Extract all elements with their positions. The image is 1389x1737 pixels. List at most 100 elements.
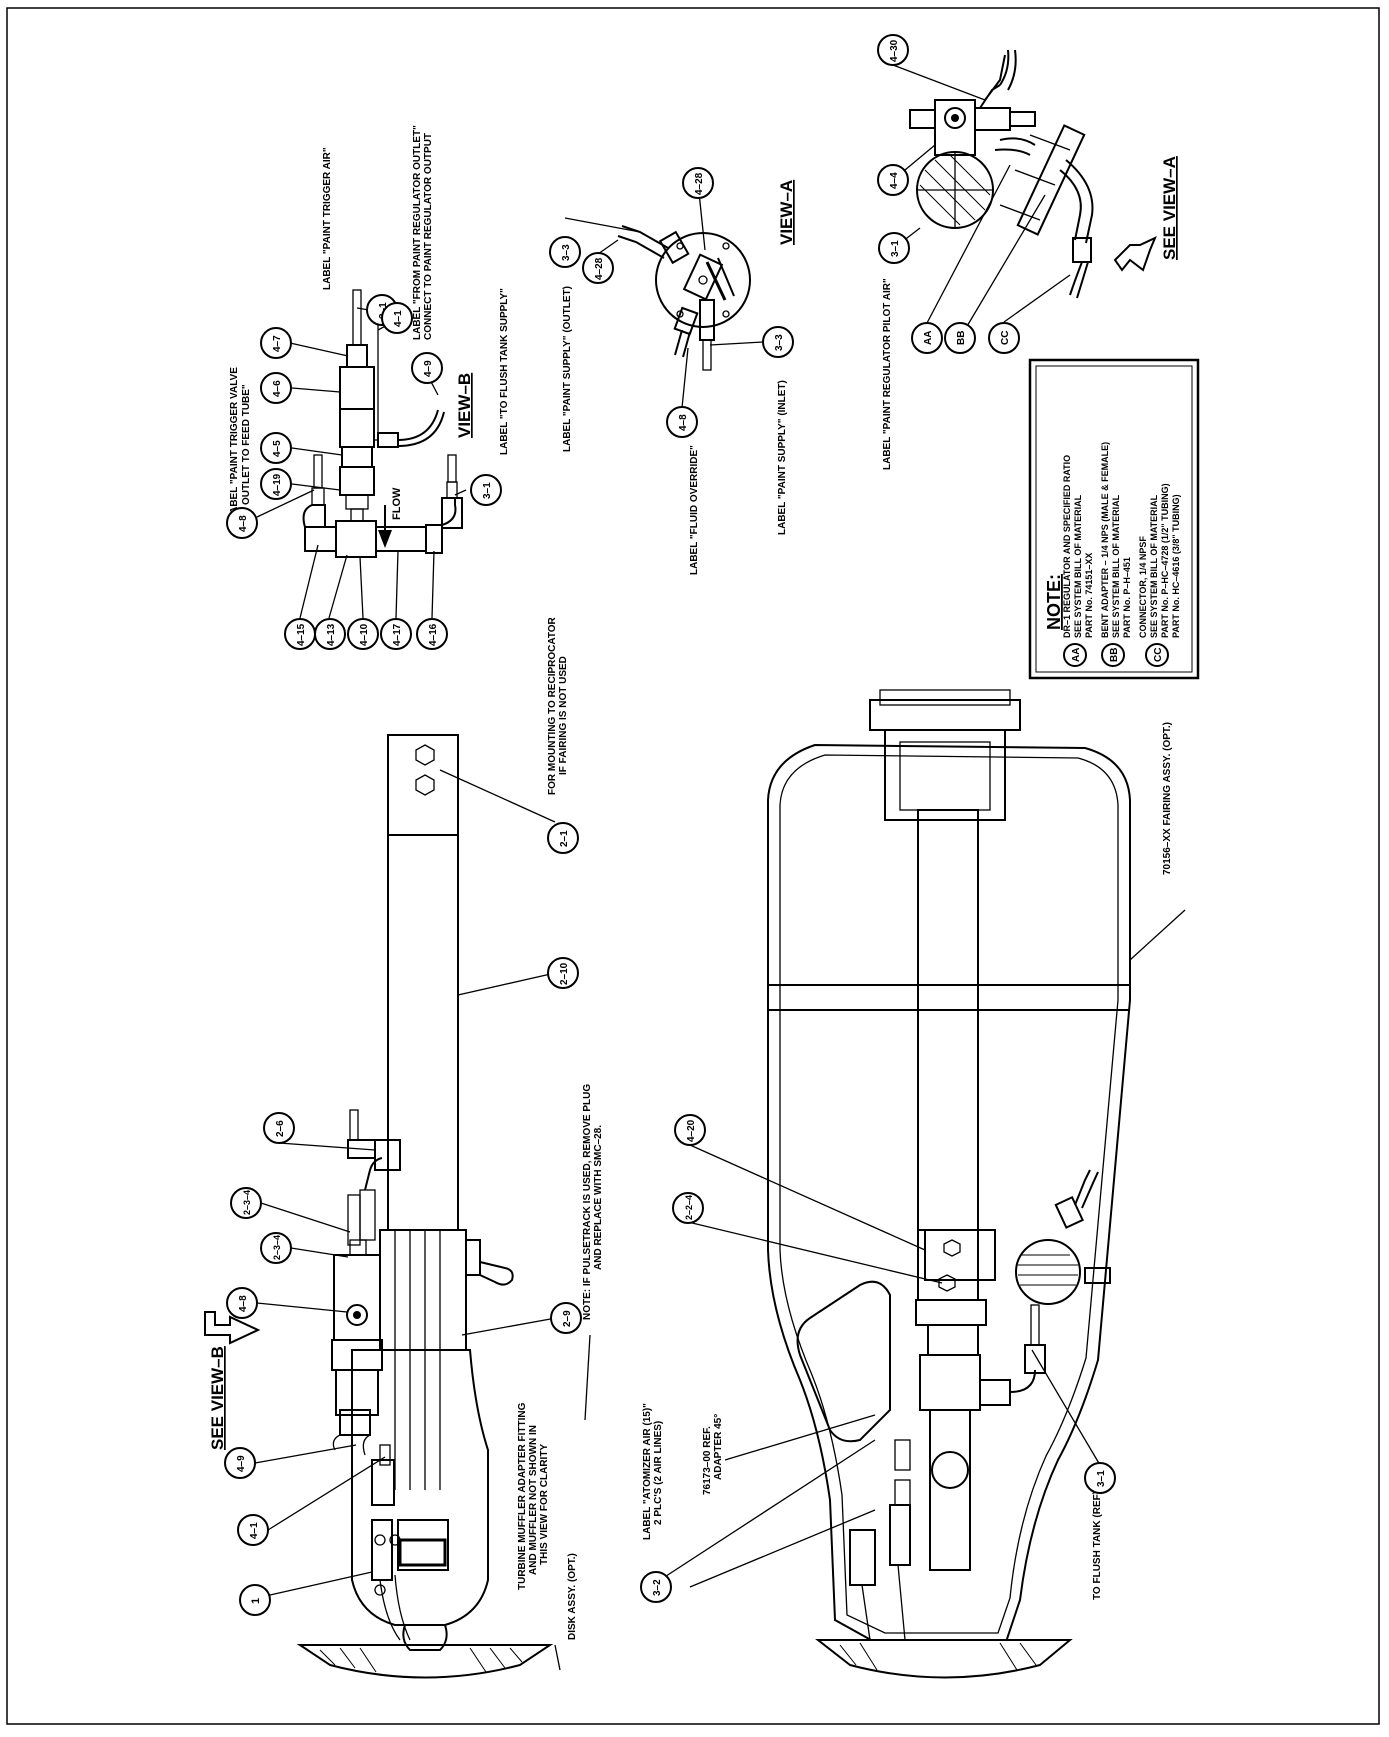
svg-text:2–2–4: 2–2–4	[684, 1195, 694, 1220]
balloon-4-20: 4–20	[674, 1114, 706, 1146]
svg-text:3–2: 3–2	[652, 1579, 663, 1596]
note-aa-line1: DR–1 REGULATOR AND SPECIFIED RATIO	[1062, 455, 1072, 638]
balloon-2-3-4: 2–3–4	[230, 1187, 262, 1219]
note-cc-line2: SEE SYSTEM BILL OF MATERIAL	[1149, 494, 1159, 638]
svg-text:4–15: 4–15	[296, 623, 307, 646]
adapter-ref-line1: 76173–00 REF.	[702, 1426, 713, 1495]
note-cc-line1: CONNECTOR, 1/4 NPSF	[1138, 536, 1148, 638]
svg-text:3–1: 3–1	[482, 482, 493, 499]
balloon-3-2: 3–2	[640, 1571, 672, 1603]
svg-text:4–30: 4–30	[889, 39, 900, 62]
note-aa-line3: PART No. 74151–XX	[1084, 553, 1094, 638]
note-key-bb: BB	[1109, 648, 1120, 662]
svg-text:4–19: 4–19	[272, 473, 283, 496]
svg-text:4–6: 4–6	[272, 380, 283, 397]
note-bb-line2: SEE SYSTEM BILL OF MATERIAL	[1111, 494, 1121, 638]
label-paint-trigger-valve-line1: LABEL "PAINT TRIGGER VALVE	[229, 367, 240, 520]
svg-text:AA: AA	[923, 331, 934, 345]
balloon-2-3-4-b: 2–3–4	[260, 1232, 292, 1264]
balloon-4-30: 4–30	[877, 34, 909, 66]
balloon-4-28-b: 4–28	[682, 167, 714, 199]
balloon-4-1-vb-b: 4–1	[381, 302, 413, 334]
fairing-assy-label: 70156–XX FAIRING ASSY. (OPT.)	[1162, 722, 1173, 875]
svg-text:4–28: 4–28	[694, 172, 705, 195]
balloon-cc: CC	[988, 322, 1020, 354]
balloon-2-9: 2–9	[550, 1302, 582, 1334]
turbine-housing	[351, 1349, 489, 1626]
note-aa-line2: SEE SYSTEM BILL OF MATERIAL	[1073, 494, 1083, 638]
svg-text:4–13: 4–13	[326, 623, 337, 646]
plug-4-8	[346, 1304, 368, 1326]
balloon-4-16: 4–16	[416, 618, 448, 650]
side-view-assembly	[296, 734, 554, 1679]
note-bb-line1: BENT ADAPTER – 1/4 NPS (MALE & FEMALE)	[1100, 442, 1110, 638]
balloon-3-1-flush: 3–1	[1084, 1462, 1116, 1494]
note-key-cc: CC	[1153, 648, 1164, 662]
note-cc-line3: PART No. P–HC–4728 (1/2" TUBING)	[1160, 483, 1170, 638]
svg-text:4–4: 4–4	[889, 172, 900, 189]
balloon-3-1-vb-bot: 3–1	[470, 474, 502, 506]
note-title: NOTE:	[1044, 574, 1064, 630]
svg-text:3–3: 3–3	[774, 334, 785, 351]
svg-text:2–10: 2–10	[559, 962, 570, 985]
svg-text:4–8: 4–8	[238, 1295, 249, 1312]
label-paint-supply-inlet: LABEL "PAINT SUPPLY" (INLET)	[777, 380, 788, 535]
balloon-bb: BB	[944, 322, 976, 354]
svg-text:CC: CC	[1000, 331, 1011, 345]
balloon-4-7: 4–7	[260, 327, 292, 359]
svg-text:4–8: 4–8	[678, 414, 689, 431]
regulator-assembly	[909, 49, 1094, 299]
balloon-4-10: 4–10	[347, 618, 379, 650]
svg-text:4–9: 4–9	[423, 360, 434, 377]
svg-text:3–3: 3–3	[561, 244, 572, 261]
pulsetrack-note-line2: AND REPLACE WITH SMC–28.	[593, 1125, 604, 1270]
svg-text:4–7: 4–7	[272, 335, 283, 352]
svg-text:4–28: 4–28	[594, 257, 605, 280]
for-mounting-line2: IF FAIRING IS NOT USED	[558, 656, 569, 775]
label-from-paint-regulator-line2: CONNECT TO PAINT REGULATOR OUTPUT	[423, 133, 434, 340]
turbine-muffler-line3: THIS VIEW FOR CLARITY	[539, 1444, 550, 1565]
balloon-1: 1	[239, 1584, 271, 1616]
fairing-view-assembly	[767, 689, 1131, 1679]
svg-text:4–1: 4–1	[393, 310, 404, 327]
atomizer-air-line2: 2 PLC'S (2 AIR LINES)	[653, 1421, 664, 1525]
disk-assy-label: DISK ASSY. (OPT.)	[567, 1553, 578, 1640]
balloon-4-8-side: 4–8	[226, 1287, 258, 1319]
atomizer-air-line1: LABEL "ATOMIZER AIR (15)"	[642, 1403, 653, 1540]
svg-text:2–3–4: 2–3–4	[242, 1190, 252, 1215]
disk-assy	[296, 1644, 554, 1679]
label-fluid-override: LABEL "FLUID OVERRIDE"	[689, 445, 700, 575]
view-a-title: VIEW–A	[777, 180, 796, 245]
see-view-a-label: SEE VIEW–A	[1160, 156, 1179, 260]
svg-text:4–1: 4–1	[249, 1522, 260, 1539]
label-paint-trigger-air: LABEL "PAINT TRIGGER AIR"	[322, 147, 333, 290]
note-cc-line4: PART No. HC–4616 (3/8" TUBING)	[1171, 494, 1181, 638]
balloon-2-10: 2–10	[547, 957, 579, 989]
label-paint-supply-outlet: LABEL "PAINT SUPPLY" (OUTLET)	[562, 286, 573, 452]
leader-lines	[254, 64, 1186, 1671]
see-view-b-label: SEE VIEW–B	[208, 1346, 227, 1450]
see-view-a-callout: SEE VIEW–A	[1113, 156, 1179, 272]
balloon-4-6: 4–6	[260, 372, 292, 404]
balloon-2-1: 2–1	[547, 822, 579, 854]
svg-text:4–17: 4–17	[392, 623, 403, 646]
flow-label: FLOW	[391, 487, 403, 520]
label-from-paint-regulator-line1: LABEL "FROM PAINT REGULATOR OUTLET"	[412, 125, 423, 340]
svg-text:4–16: 4–16	[428, 623, 439, 646]
balloon-4-1-side: 4–1	[237, 1514, 269, 1546]
label-flush-tank-supply: LABEL "TO FLUSH TANK SUPPLY"	[499, 288, 510, 455]
see-view-b-callout: SEE VIEW–B	[204, 1311, 261, 1450]
balloon-4-17: 4–17	[380, 618, 412, 650]
svg-text:4–10: 4–10	[359, 623, 370, 646]
turbine-muffler-line1: TURBINE MUFFLER ADAPTER FITTING	[517, 1402, 528, 1590]
balloon-3-3-top: 3–3	[549, 236, 581, 268]
note-key-aa: AA	[1071, 648, 1082, 662]
balloon-3-3-bot: 3–3	[762, 326, 794, 358]
regulator-side	[1015, 1239, 1081, 1305]
turbine-muffler-line2: AND MUFFLER NOT SHOWN IN	[528, 1425, 539, 1575]
balloon-4-13: 4–13	[314, 618, 346, 650]
svg-text:4–8: 4–8	[238, 515, 249, 532]
view-a-arrow-icon	[1113, 236, 1157, 272]
svg-text:4–5: 4–5	[272, 440, 283, 457]
